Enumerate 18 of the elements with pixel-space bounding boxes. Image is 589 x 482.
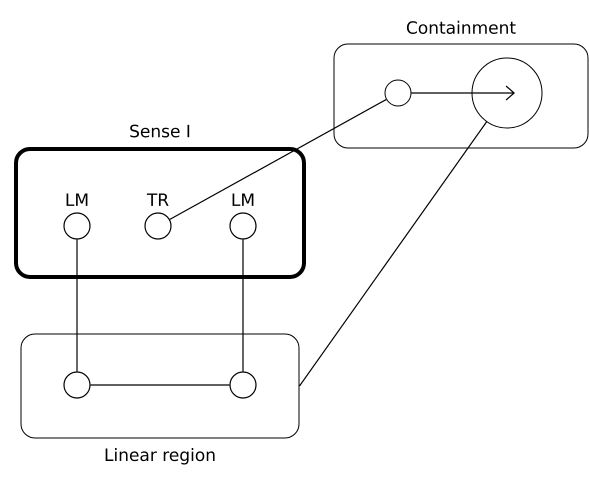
port-circle bbox=[63, 371, 91, 399]
group-box: Linear region bbox=[20, 334, 300, 464]
target-circle bbox=[472, 58, 542, 128]
node-label: LM bbox=[232, 193, 254, 206]
connector bbox=[170, 99, 386, 220]
node-label: Containment bbox=[406, 20, 516, 34]
connector bbox=[412, 86, 515, 100]
connector bbox=[242, 240, 244, 372]
port-circle bbox=[384, 80, 412, 106]
node-label: TR bbox=[146, 193, 169, 206]
node-label: LM bbox=[66, 193, 88, 206]
connector bbox=[299, 122, 487, 386]
node-label: Sense I bbox=[130, 124, 190, 138]
connector bbox=[90, 384, 230, 386]
connector bbox=[76, 240, 78, 372]
node-label: Linear region bbox=[106, 448, 215, 464]
group-box: Containment bbox=[334, 20, 588, 148]
port-circle bbox=[229, 371, 257, 399]
